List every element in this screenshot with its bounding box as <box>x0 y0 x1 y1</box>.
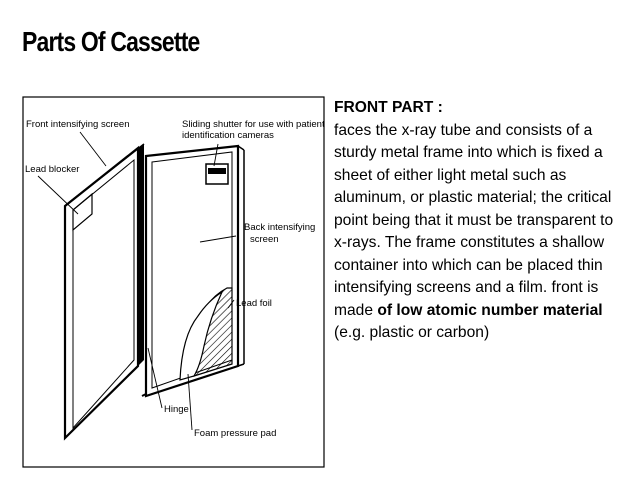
hinge-shape <box>141 393 147 397</box>
label-sliding-shutter-line2: identification cameras <box>182 130 274 141</box>
figure-border <box>22 96 325 468</box>
label-hinge: Hinge <box>164 404 189 415</box>
cassette-diagram: Front intensifying screen Sliding shutte… <box>22 96 325 468</box>
body-text-bold: of low atomic number material <box>377 301 603 319</box>
body-text-part1: faces the x-ray tube and consists of a s… <box>334 121 614 319</box>
label-foam-pressure-pad: Foam pressure pad <box>194 428 276 439</box>
label-lead-blocker: Lead blocker <box>25 164 79 175</box>
label-back-intensifying-line2: screen <box>250 234 279 245</box>
label-back-intensifying-line1: Back intensifying <box>244 222 315 233</box>
label-sliding-shutter-line1: Sliding shutter for use with patient <box>182 119 325 130</box>
front-part-description: FRONT PART : faces the x-ray tube and co… <box>334 97 630 345</box>
back-panel <box>144 144 245 398</box>
front-part-body: faces the x-ray tube and consists of a s… <box>334 120 630 345</box>
body-text-part2: (e.g. plastic or carbon) <box>334 324 490 341</box>
label-front-intensifying-screen: Front intensifying screen <box>26 119 130 130</box>
cassette-diagram-drawing: Front intensifying screen Sliding shutte… <box>22 96 325 468</box>
slide-title: Parts Of Cassette <box>22 26 200 57</box>
front-part-heading: FRONT PART : <box>334 99 443 116</box>
leader-lines <box>37 131 237 431</box>
sliding-shutter-shape <box>205 163 229 185</box>
lead-blocker-shape <box>72 192 93 232</box>
front-panel <box>63 143 145 441</box>
label-lead-foil: Lead foil <box>236 298 272 309</box>
peeled-screen-shape <box>179 290 224 381</box>
